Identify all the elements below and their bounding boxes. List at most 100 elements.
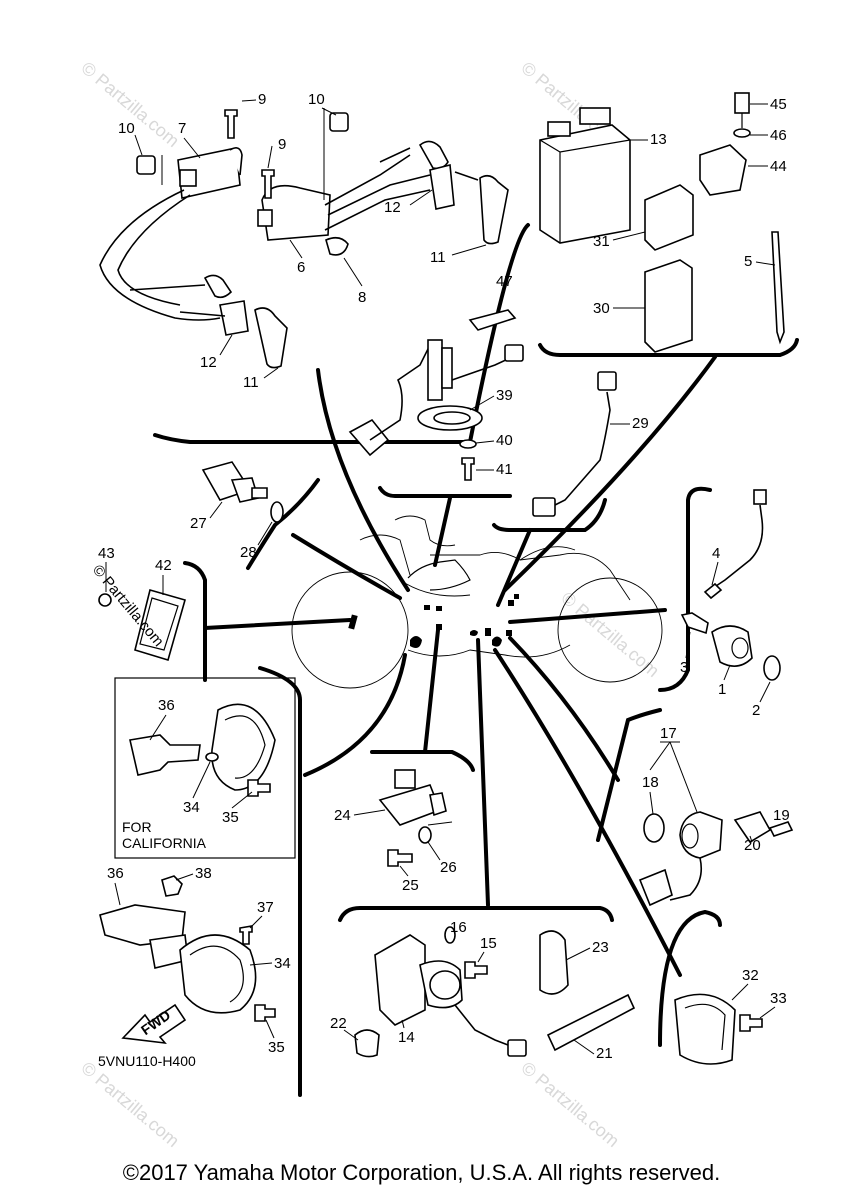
reflector-group-divider [183, 561, 207, 682]
horn-right-group-divider [658, 909, 722, 1047]
callout-33: 33 [770, 990, 787, 1007]
callout-3: 3 [680, 659, 688, 676]
callout-8: 8 [358, 289, 366, 306]
callout-15: 15 [480, 935, 497, 952]
callout-44: 44 [770, 158, 787, 175]
lead-group-divider [492, 498, 607, 532]
watermark: © Partzilla.com [517, 1058, 623, 1151]
callout-37: 37 [257, 899, 274, 916]
callout-11: 11 [243, 374, 259, 391]
leader-pressure [291, 533, 402, 600]
leader-horn [303, 653, 407, 777]
callout-19: 19 [773, 807, 790, 824]
horn-california [129, 703, 276, 797]
leader-lead [496, 528, 532, 607]
leader-ecu [503, 355, 717, 592]
watermark: © Partzilla.com [77, 58, 183, 151]
callout-14: 14 [398, 1029, 415, 1046]
callout-23: 23 [592, 939, 609, 956]
fuel-sender-group-divider [378, 486, 512, 498]
copyright-notice: ©2017 Yamaha Motor Corporation, U.S.A. A… [122, 1160, 721, 1185]
callout-47: 47 [496, 273, 513, 290]
callout-30: 30 [593, 300, 610, 317]
neutral-switch-group-divider [658, 486, 712, 692]
ignition-coil-left [99, 147, 243, 321]
callout-7: 7 [178, 120, 186, 137]
callout-40: 40 [496, 432, 513, 449]
leader-ignition [316, 368, 410, 592]
callout-43: 43 [98, 545, 115, 562]
callout-10: 10 [308, 91, 325, 108]
ecu-assembly [539, 92, 785, 353]
callout-46: 46 [770, 127, 787, 144]
callout-4: 4 [712, 545, 720, 562]
callout-20: 20 [744, 837, 761, 854]
callout-35: 35 [268, 1039, 285, 1056]
leader-lines [203, 355, 717, 977]
callout-27: 27 [190, 515, 207, 532]
callout-28: 28 [240, 544, 257, 561]
callout-29: 29 [632, 415, 649, 432]
ignition-group-divider [153, 223, 530, 444]
starter-group-divider [338, 906, 614, 922]
ecu-group-divider [538, 338, 799, 357]
callout-36: 36 [107, 865, 124, 882]
motorcycle-outline [291, 515, 663, 689]
leader-fuel [433, 496, 452, 567]
california-label-line2: CALIFORNIA [122, 835, 207, 851]
callout-24: 24 [334, 807, 351, 824]
callout-25: 25 [402, 877, 419, 894]
diagram-code: 5VNU110-H400 [98, 1053, 196, 1069]
callout-22: 22 [330, 1015, 347, 1032]
fwd-arrow: FWD [121, 1003, 187, 1045]
watermark: © Partzilla.com [77, 1058, 183, 1151]
callout-1: 1 [718, 681, 726, 698]
callout-41: 41 [496, 461, 513, 478]
horn-right [674, 993, 763, 1065]
leader-starter [476, 638, 490, 907]
callout-26: 26 [440, 859, 457, 876]
callout-38: 38 [195, 865, 212, 882]
small-fittings [136, 109, 349, 256]
callout-32: 32 [742, 967, 759, 984]
california-box [114, 677, 296, 859]
leader-cam [508, 636, 620, 782]
horn-standard [99, 875, 276, 1022]
map-sensor [378, 769, 447, 867]
horn-group-divider [258, 666, 302, 1097]
callout-11: 11 [430, 249, 446, 266]
callout-16: 16 [450, 919, 467, 936]
spark-plug-caps [129, 140, 509, 369]
callout-31: 31 [593, 233, 610, 250]
ignition-coil-right [257, 154, 431, 241]
callout-13: 13 [650, 131, 667, 148]
callout-6: 6 [297, 259, 305, 276]
callout-5: 5 [744, 253, 752, 270]
cam-sensor-group-divider [596, 708, 662, 842]
callout-45: 45 [770, 96, 787, 113]
california-label-line1: FOR [122, 819, 152, 835]
callout-17: 17 [660, 725, 677, 742]
rear-reflector [98, 589, 186, 662]
pressure-switch [201, 461, 284, 523]
callout-12: 12 [200, 354, 217, 371]
leader-map [423, 628, 440, 754]
map-sensor-group-divider [370, 750, 475, 772]
callout-18: 18 [642, 774, 659, 791]
fuel-sender [348, 309, 524, 481]
callout-21: 21 [596, 1045, 613, 1062]
cam-sensor [638, 811, 794, 907]
callout-9: 9 [278, 136, 286, 153]
sub-wire-lead [532, 371, 617, 517]
callout-34: 34 [274, 955, 291, 972]
callout-39: 39 [496, 387, 513, 404]
leader-horn-right [493, 648, 682, 977]
callout-12: 12 [384, 199, 401, 216]
pressure-switch-group-divider [246, 478, 320, 570]
callout-35: 35 [222, 809, 239, 826]
neutral-switch [680, 489, 781, 681]
callout-10: 10 [118, 120, 135, 137]
callout-9: 9 [258, 91, 266, 108]
leader-reflector [203, 618, 352, 630]
